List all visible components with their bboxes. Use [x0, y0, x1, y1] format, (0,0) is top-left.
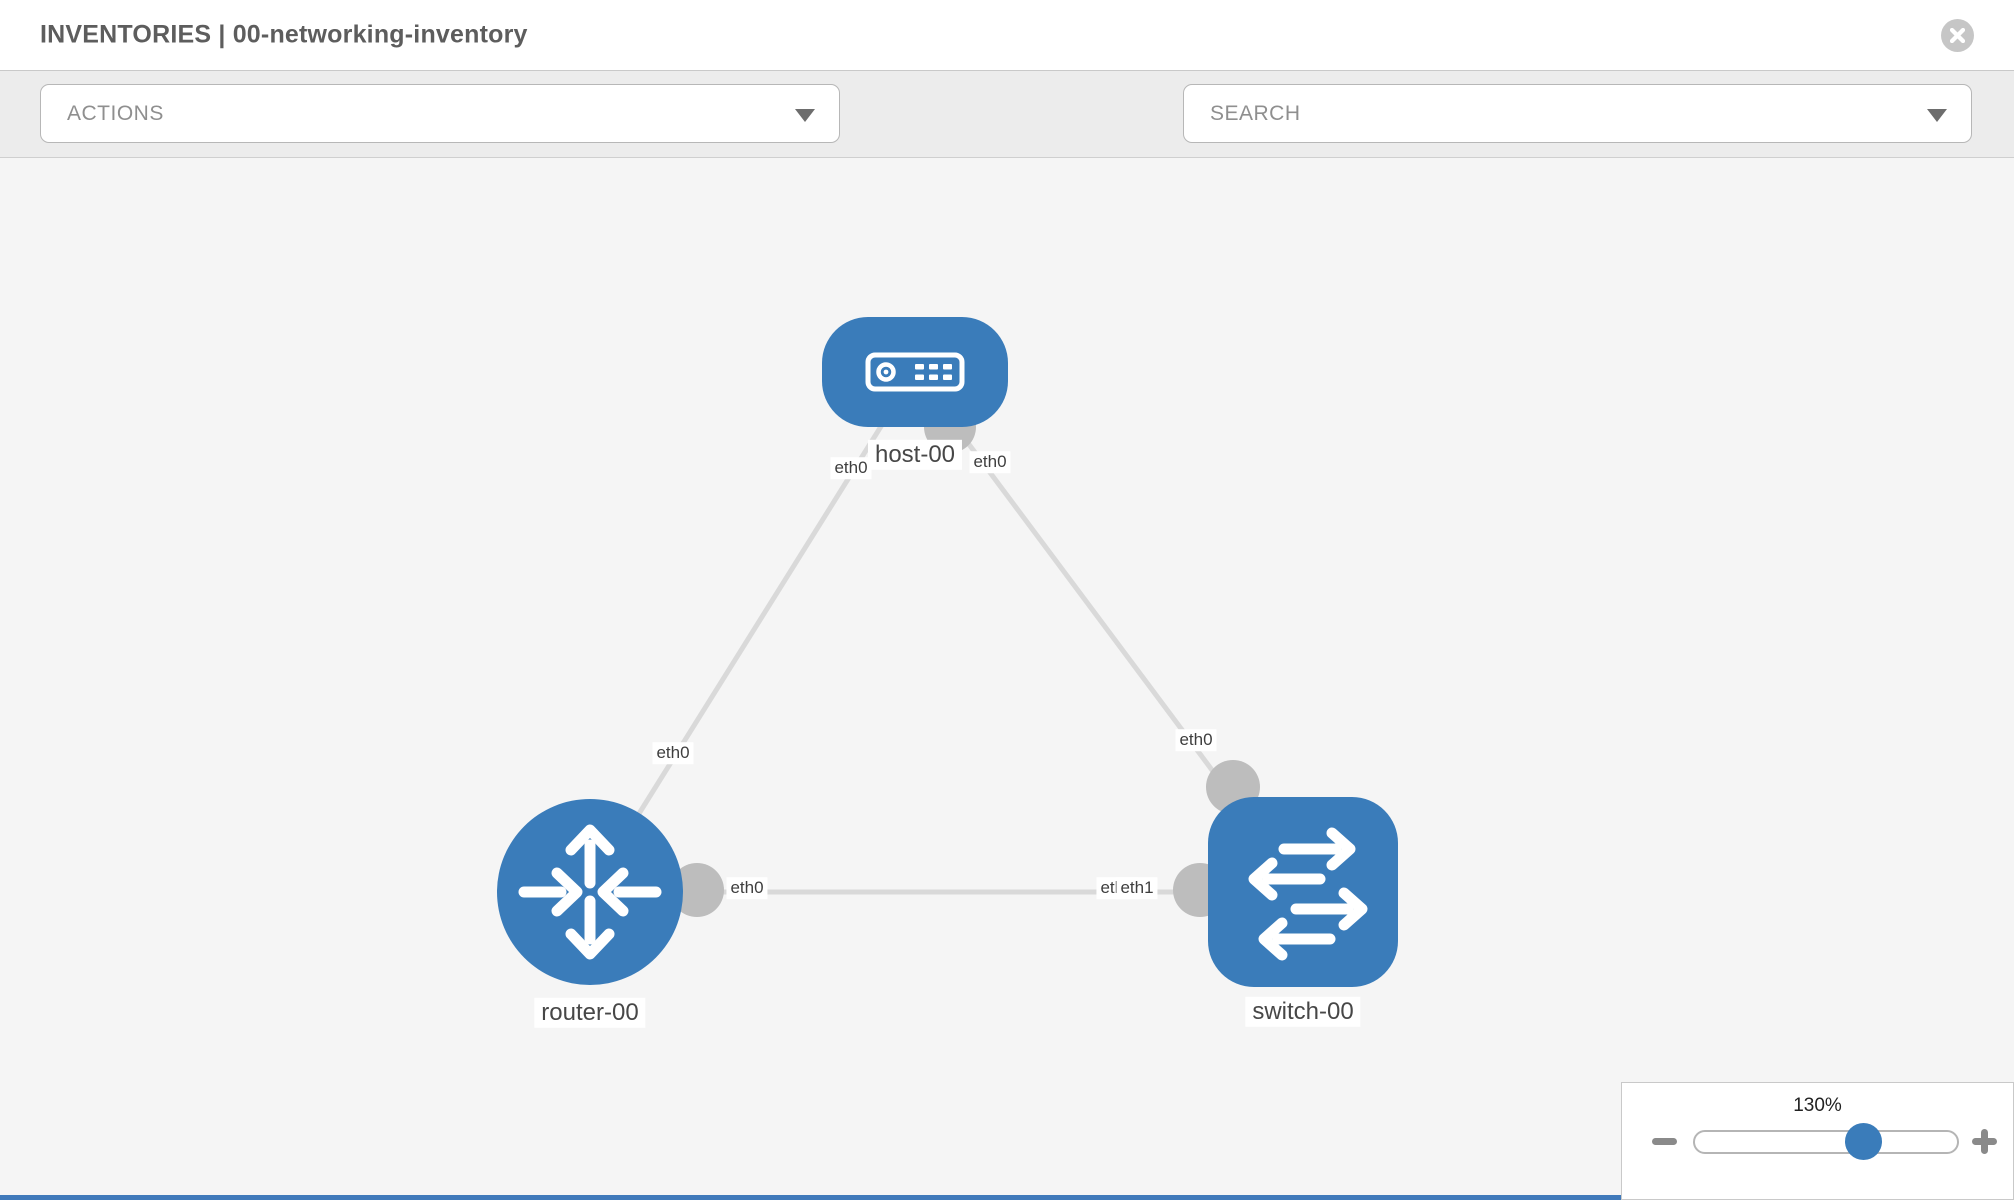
chevron-down-icon — [795, 108, 815, 122]
node-label-switch-00: switch-00 — [1245, 996, 1361, 1028]
node-router-00[interactable] — [497, 799, 683, 985]
router-icon — [518, 824, 662, 960]
toolbar: ACTIONS SEARCH — [0, 70, 2014, 204]
interface-label: eth1 — [1116, 877, 1158, 899]
header-bar: INVENTORIES | 00-networking-inventory — [0, 0, 2014, 70]
zoom-percentage: 130% — [1793, 1095, 1842, 1116]
node-label-host-00: host-00 — [867, 439, 963, 471]
interface-label: eth0 — [652, 742, 694, 764]
chevron-down-icon — [1927, 108, 1947, 122]
zoom-slider-knob[interactable] — [1845, 1123, 1882, 1160]
node-switch-00[interactable] — [1208, 797, 1398, 987]
search-placeholder: SEARCH — [1210, 101, 1301, 125]
zoom-slider-track[interactable] — [1693, 1130, 1959, 1154]
interface-label: eth0 — [969, 451, 1011, 473]
host-icon — [865, 352, 965, 392]
zoom-panel: 130% — [1621, 1082, 2014, 1200]
bottom-panel-edge — [0, 1195, 1621, 1200]
actions-dropdown[interactable]: ACTIONS — [40, 84, 840, 143]
search-dropdown[interactable]: SEARCH — [1183, 84, 1972, 143]
node-label-router-00: router-00 — [534, 997, 646, 1029]
page-title: INVENTORIES | 00-networking-inventory — [40, 20, 528, 49]
switch-icon — [1248, 827, 1368, 961]
zoom-in-button[interactable] — [1972, 1129, 1997, 1154]
close-icon[interactable] — [1941, 19, 1974, 52]
interface-label: eth0 — [726, 877, 768, 899]
interface-port — [670, 863, 724, 917]
interface-label: eth0 — [1175, 729, 1217, 751]
interface-label: eth0 — [830, 457, 872, 479]
node-host-00[interactable] — [822, 317, 1008, 427]
topology-canvas[interactable]: eth0eth0eth0eth0eth0eth0eth1host-00route… — [0, 158, 2014, 1200]
zoom-out-button[interactable] — [1652, 1138, 1677, 1145]
actions-dropdown-label: ACTIONS — [67, 101, 164, 125]
